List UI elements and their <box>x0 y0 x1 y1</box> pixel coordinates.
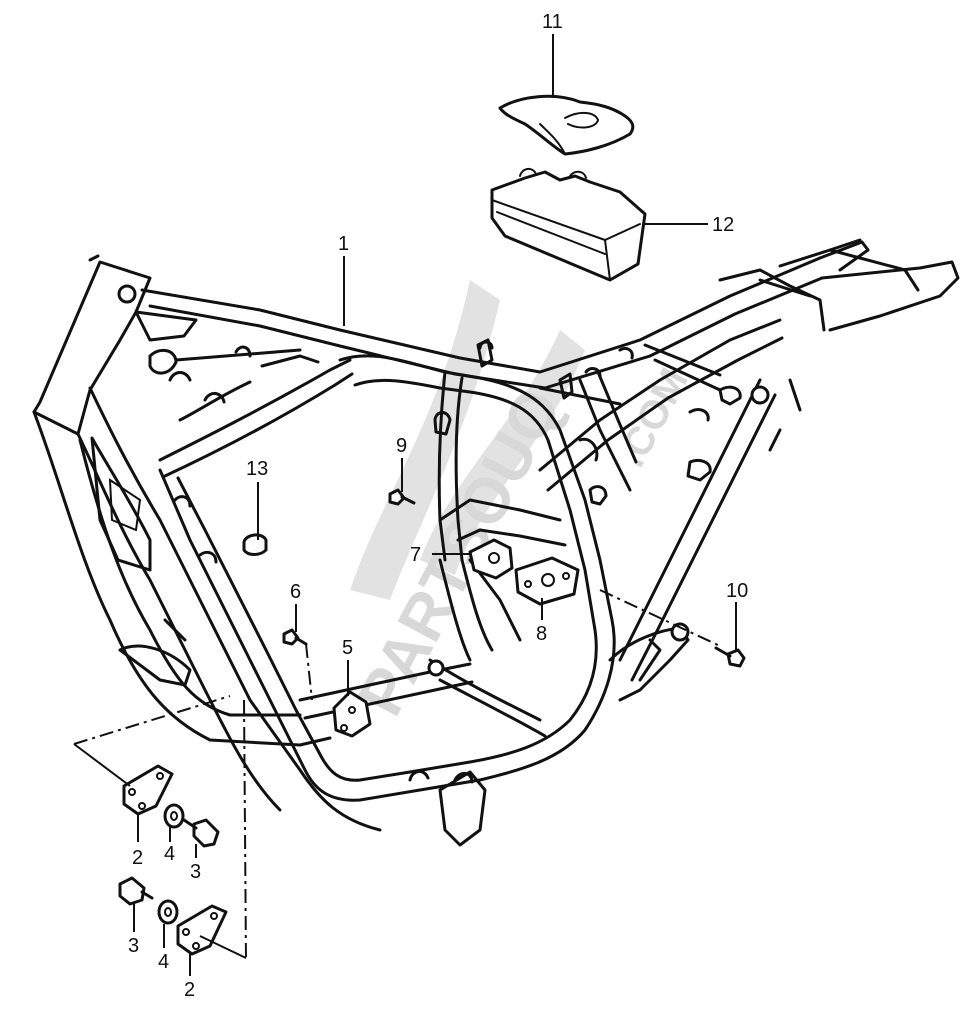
engine-mount-bracket-upper-part[interactable] <box>122 764 174 816</box>
callout-label-tool-box[interactable]: 12 <box>712 214 734 236</box>
watermark-logo-swoosh <box>350 280 500 600</box>
washer-upper-part[interactable] <box>163 803 185 829</box>
rear-mount-bracket-part[interactable] <box>468 538 514 580</box>
watermark-suffix: .COM <box>609 361 697 474</box>
callout-label-washer-lower[interactable]: 4 <box>158 951 169 973</box>
bolt-upper-right-part[interactable] <box>388 488 416 506</box>
leader-lines <box>73 34 737 976</box>
washer-lower-part[interactable] <box>157 899 179 925</box>
mount-bracket-center-part[interactable] <box>332 690 372 738</box>
callout-label-bolt-rear[interactable]: 10 <box>726 580 748 602</box>
callout-label-mount-bracket-center[interactable]: 5 <box>342 637 353 659</box>
rear-mount-plate-part[interactable] <box>514 556 580 606</box>
bolt-upper-part[interactable] <box>182 818 220 848</box>
callout-label-bracket-lower[interactable]: 2 <box>184 979 195 1001</box>
frame-part[interactable] <box>32 238 960 847</box>
callout-label-frame[interactable]: 1 <box>338 233 349 255</box>
callout-label-bolt-upper-right[interactable]: 9 <box>396 435 407 457</box>
callout-label-cover[interactable]: 11 <box>542 11 563 33</box>
watermark-logo-swoosh-2 <box>420 330 585 575</box>
callout-label-washer-upper[interactable]: 4 <box>164 843 175 865</box>
engine-mount-bracket-lower-part[interactable] <box>176 904 228 956</box>
callout-label-bolt-center[interactable]: 6 <box>290 581 301 603</box>
bolt-rear-part[interactable] <box>714 646 746 668</box>
callout-label-bolt-upper[interactable]: 3 <box>190 861 201 883</box>
callout-label-plug[interactable]: 13 <box>246 458 268 480</box>
plug-part[interactable] <box>242 533 268 556</box>
callout-label-rear-mount-bracket[interactable]: 7 <box>410 544 421 566</box>
tool-box-part[interactable] <box>490 168 647 282</box>
callout-label-bracket-upper[interactable]: 2 <box>132 847 143 869</box>
bolt-center-part[interactable] <box>282 628 308 646</box>
callout-labels: 11 12 1 13 9 7 8 6 5 10 2 4 3 3 4 2 <box>128 11 748 1001</box>
callout-label-rear-mount-plate[interactable]: 8 <box>536 623 547 645</box>
cover-part[interactable] <box>498 94 635 156</box>
bolt-lower-part[interactable] <box>118 876 154 906</box>
callout-label-bolt-lower[interactable]: 3 <box>128 935 139 957</box>
